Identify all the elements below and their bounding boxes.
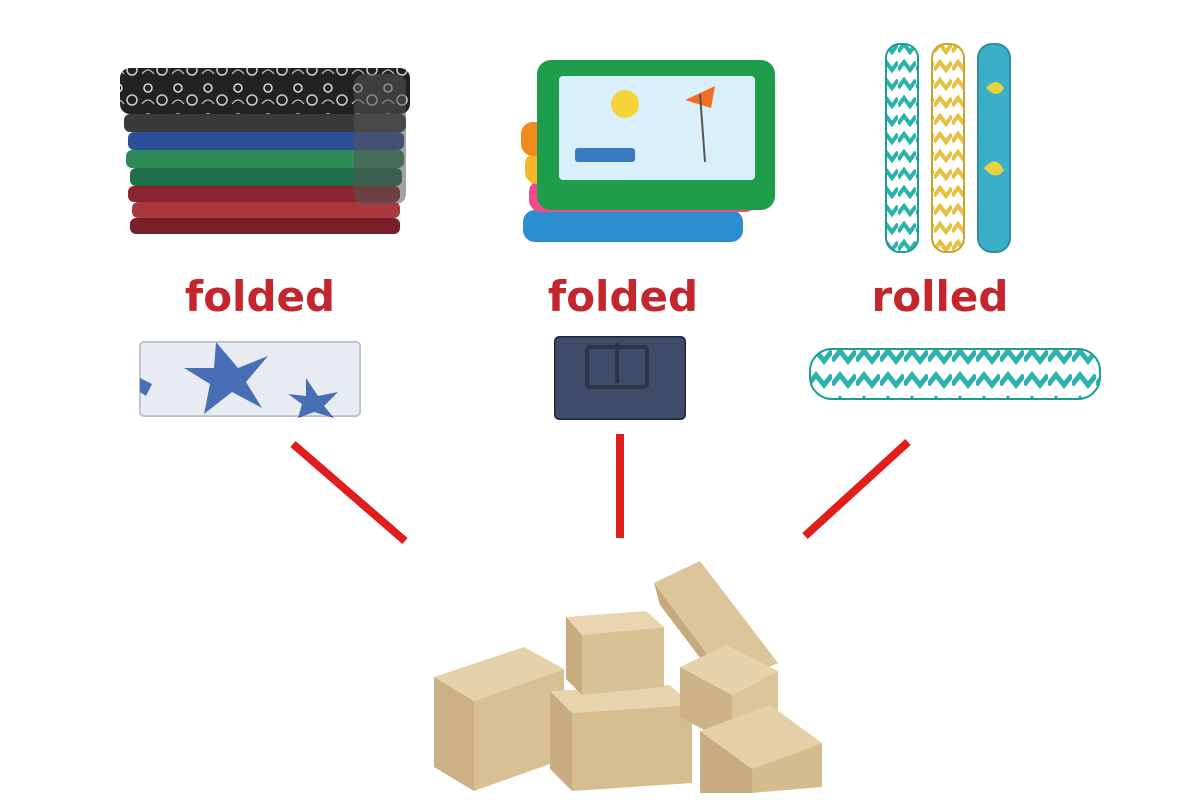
- cardboard-box: [566, 611, 664, 695]
- cardboard-box: [700, 705, 822, 793]
- rolled-mat: [885, 43, 919, 253]
- rolled-zigzag-mat-package-image: [809, 348, 1101, 400]
- label-rolled-right: rolled: [871, 272, 1009, 321]
- rolled-mat: [977, 43, 1011, 253]
- folded-star-mat-package-image: [139, 341, 361, 418]
- connector-line-left: [290, 440, 408, 545]
- folded-navy-mat-package-image: [554, 336, 686, 420]
- folded-beach-mat-stack-image: [521, 60, 775, 242]
- folded-mat-stack-image: [120, 68, 410, 234]
- folded-mat-layer: [521, 60, 775, 242]
- label-folded-center: folded: [547, 272, 699, 321]
- cardboard-box: [434, 647, 564, 791]
- cardboard-box: [550, 685, 692, 791]
- folded-mat-layer: [120, 68, 410, 234]
- connector-line-right: [802, 439, 911, 539]
- rolled-mat: [931, 43, 965, 253]
- label-folded-left: folded: [184, 272, 336, 321]
- rolled-mats-image: [885, 43, 1011, 253]
- cardboard-boxes-image: [434, 561, 822, 793]
